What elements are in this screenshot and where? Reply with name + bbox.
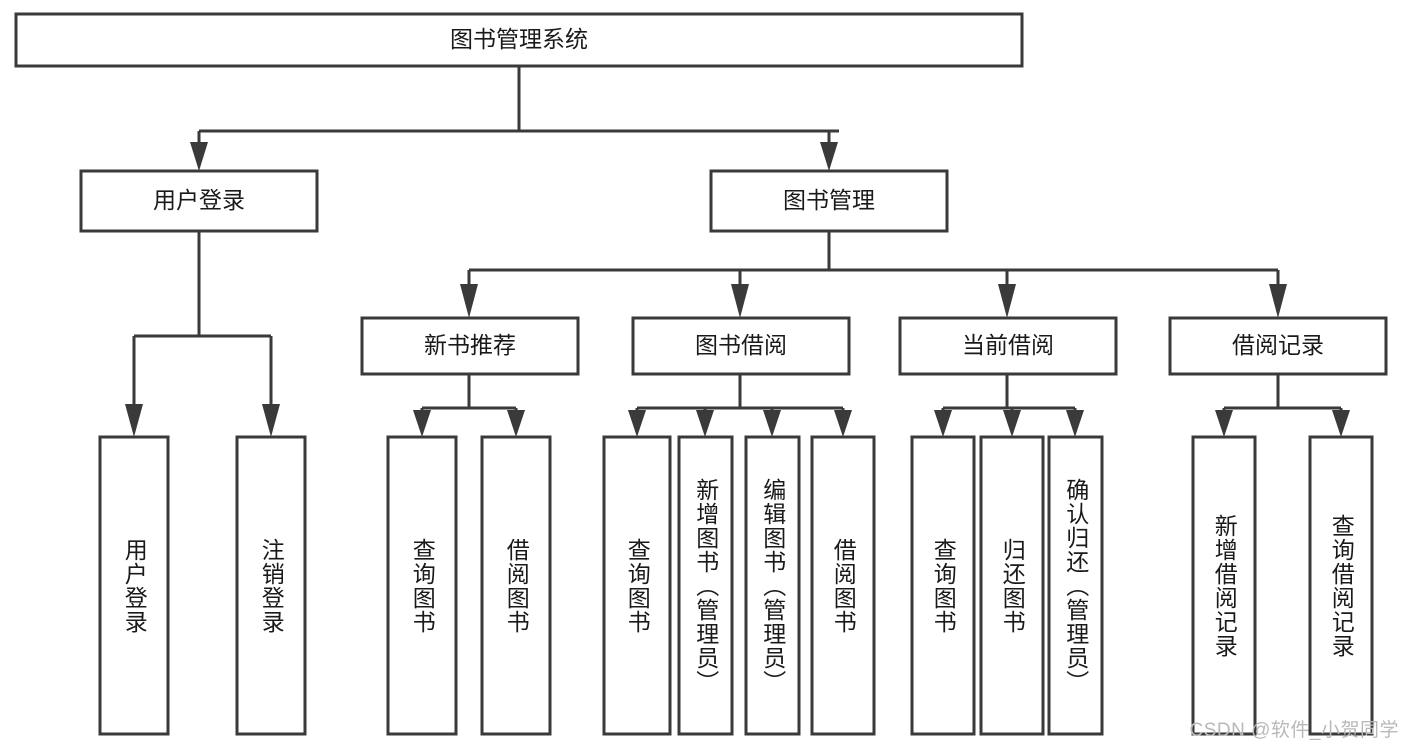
leaf-query-record-box[interactable] (1308, 435, 1374, 736)
node-book-borrow[interactable]: 图书借阅 (631, 316, 851, 376)
leaf-add-record-box[interactable] (1191, 435, 1257, 736)
node-book-borrow-label: 图书借阅 (695, 332, 787, 358)
arrowhead-leaf-borrow-book (834, 410, 852, 437)
arrowhead-user-login (190, 142, 208, 171)
arrowhead-borrow-record (1269, 284, 1287, 318)
connector-group-root (190, 66, 839, 171)
node-user-login[interactable]: 用户登录 (79, 169, 319, 233)
arrowhead-leaf-cur-query-book (934, 410, 952, 437)
node-root-box[interactable] (14, 12, 1024, 68)
leaf-return-book-box[interactable] (979, 435, 1045, 736)
node-new-book-rec[interactable]: 新书推荐 (360, 316, 580, 376)
connector-group-book-manage (460, 231, 1287, 318)
arrowhead-leaf-rec-borrow-book (507, 410, 525, 437)
node-user-login-label: 用户登录 (153, 187, 245, 213)
arrowhead-new-book-rec (460, 284, 478, 318)
arrowhead-book-manage (820, 142, 838, 171)
node-borrow-record-label: 借阅记录 (1232, 332, 1324, 358)
node-book-manage[interactable]: 图书管理 (709, 169, 949, 233)
node-user-login-box[interactable] (79, 169, 319, 233)
leaf-user-login-box[interactable] (98, 435, 170, 736)
leaf-rec-borrow-book-box[interactable] (480, 435, 552, 736)
arrowhead-leaf-borrow-query-book (628, 410, 646, 437)
arrowhead-book-borrow (731, 284, 749, 318)
leaf-confirm-return-box[interactable] (1047, 435, 1104, 736)
leaf-borrow-query-book-box[interactable] (602, 435, 672, 736)
arrowhead-leaf-query-record (1332, 410, 1350, 437)
node-borrow-record[interactable]: 借阅记录 (1168, 316, 1388, 376)
arrowhead-leaf-rec-query-book (413, 410, 431, 437)
leaf-boxes (98, 435, 1374, 736)
leaf-borrow-book-box[interactable] (810, 435, 876, 736)
node-current-borrow-label: 当前借阅 (962, 332, 1054, 358)
connector-group-user-login (125, 231, 280, 437)
arrowhead-leaf-logout (262, 404, 280, 437)
leaf-add-book-box[interactable] (677, 435, 734, 736)
node-book-borrow-box[interactable] (631, 316, 851, 376)
node-book-manage-box[interactable] (709, 169, 949, 233)
node-root-label: 图书管理系统 (450, 26, 588, 52)
leaf-logout-box[interactable] (235, 435, 307, 736)
connector-group-borrow-record (1215, 374, 1350, 437)
leaf-cur-query-book-box[interactable] (910, 435, 976, 736)
node-book-manage-label: 图书管理 (783, 187, 875, 213)
node-new-book-rec-label: 新书推荐 (424, 332, 516, 358)
node-current-borrow[interactable]: 当前借阅 (898, 316, 1118, 376)
arrowhead-leaf-return-book (1003, 410, 1021, 437)
arrowhead-leaf-user-login (125, 404, 143, 437)
arrowhead-leaf-add-record (1215, 410, 1233, 437)
arrowhead-leaf-confirm-return (1066, 410, 1084, 437)
arrowhead-leaf-add-book (696, 410, 714, 437)
node-root[interactable]: 图书管理系统 (14, 12, 1024, 68)
node-borrow-record-box[interactable] (1168, 316, 1388, 376)
leaf-rec-query-book-box[interactable] (386, 435, 458, 736)
node-current-borrow-box[interactable] (898, 316, 1118, 376)
connector-group-new-book-rec (413, 374, 525, 437)
arrowhead-leaf-edit-book (763, 410, 781, 437)
connector-group-current-borrow (934, 374, 1084, 437)
connector-group-book-borrow (628, 374, 852, 437)
node-new-book-rec-box[interactable] (360, 316, 580, 376)
arrowhead-current-borrow (998, 284, 1016, 318)
csdn-watermark: CSDN @软件_小贺同学 (1189, 720, 1399, 741)
leaf-edit-book-box[interactable] (744, 435, 801, 736)
